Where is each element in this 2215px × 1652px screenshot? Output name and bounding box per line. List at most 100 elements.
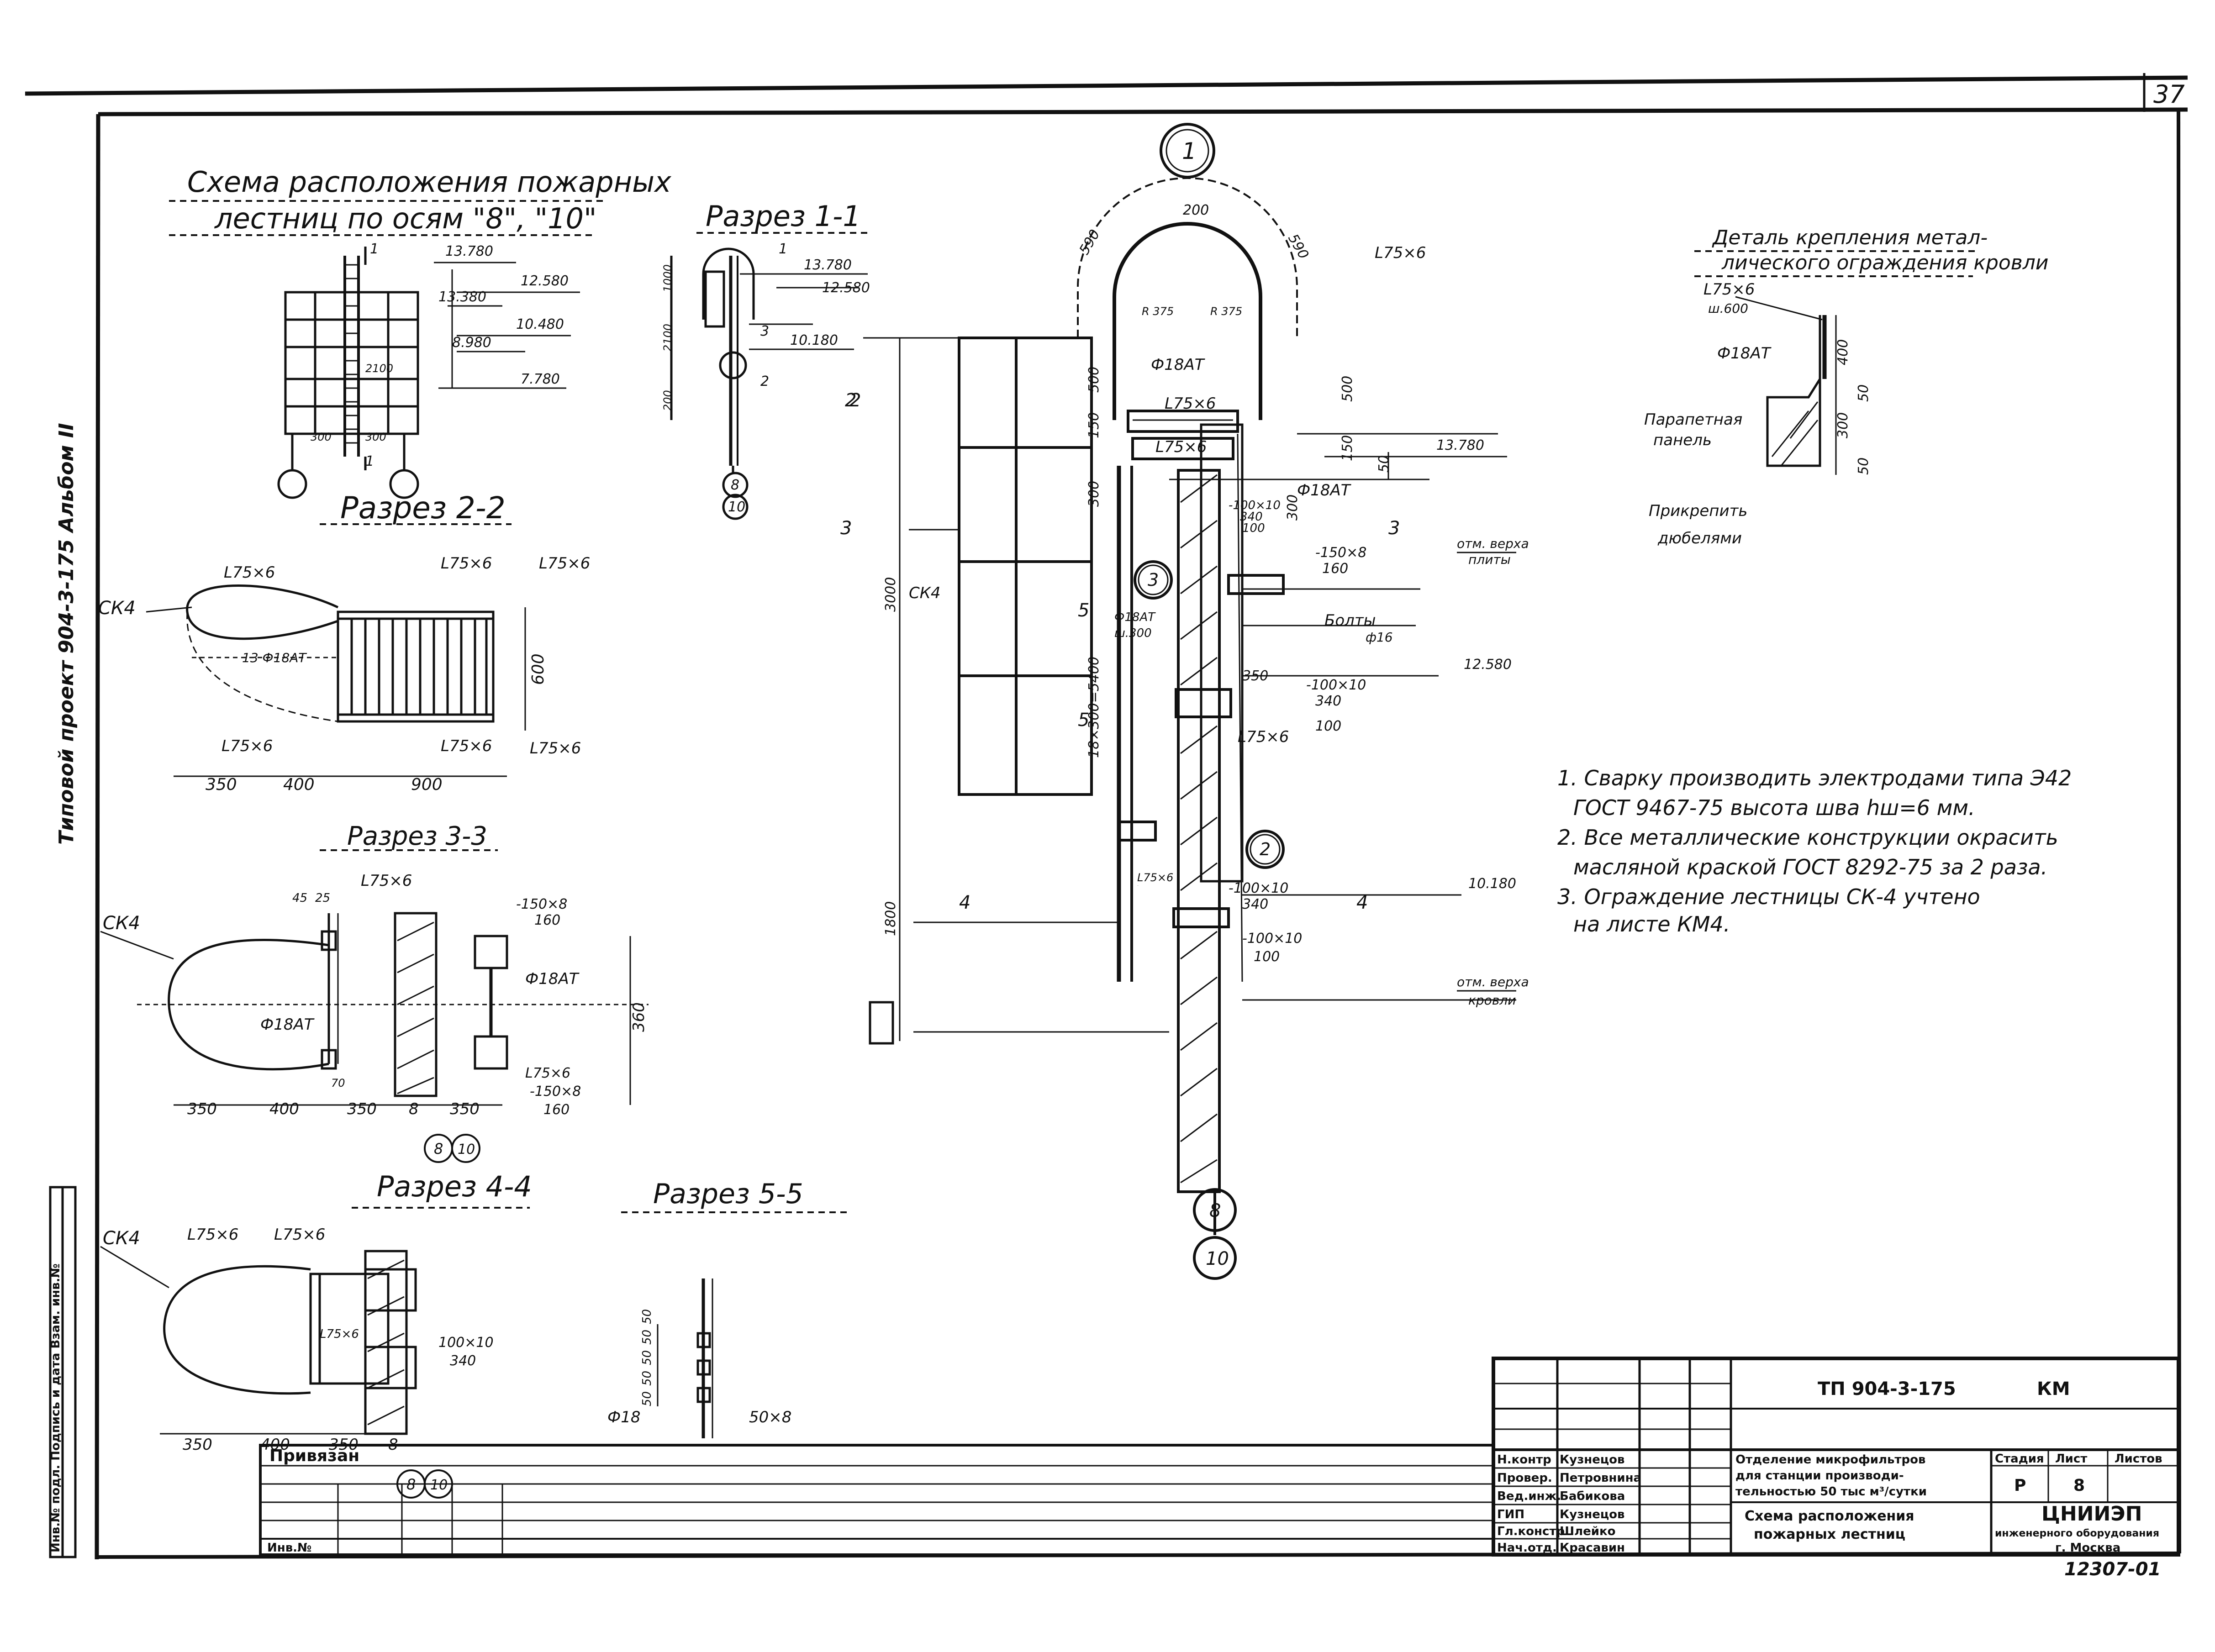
main-ck: СК4 [909, 584, 941, 602]
sec33-dim-25: 25 [315, 891, 330, 905]
tb-name-0: Кузнецов [1560, 1453, 1625, 1467]
sec44-label-1: L75×6 [274, 1226, 325, 1244]
detail-dim-3: 50 [1856, 458, 1872, 475]
scheme-dim-0: 2100 [365, 362, 393, 375]
main-dim-150b: 150 [1340, 435, 1355, 461]
main-rod-0: Ф18АТ [1151, 356, 1205, 374]
main-top-roof-1: отм. верха [1457, 974, 1529, 989]
main-rod-2: Ф18АТ [1114, 610, 1156, 624]
main-plate-9: 340 [1242, 896, 1268, 912]
main-dim-500a: 500 [1086, 367, 1102, 393]
main-plate-2: 100 [1242, 521, 1265, 535]
detail-dim-2: 300 [1835, 412, 1851, 438]
detail-fix-2: дюбелями [1657, 529, 1742, 547]
detail-dim-0: 400 [1835, 339, 1851, 365]
scheme-cut-bottom: 1 [365, 453, 374, 469]
sec33-label-2: 160 [534, 912, 560, 928]
detail-profile: L75×6 [1703, 280, 1755, 299]
main-plate-7: 100 [1315, 718, 1341, 734]
tb-name-1: Петровнина [1560, 1471, 1641, 1485]
tb-name-5: Красавин [1560, 1541, 1625, 1555]
sec33-dim-8: 8 [409, 1100, 419, 1118]
main-rod-pitch: ш.300 [1114, 626, 1152, 640]
sec44-label-4: 340 [450, 1353, 476, 1369]
detail-title-1: Деталь крепления метал- [1712, 226, 1988, 249]
tb-desc-1: Отделение микрофильтров [1735, 1453, 1925, 1467]
tb-role-4: Гл.констр [1497, 1525, 1565, 1538]
sec22-label-0: L75×6 [224, 563, 275, 582]
sec33-axis-10: 10 [458, 1142, 475, 1157]
tb-sheet-title-2: пожарных лестниц [1754, 1526, 1905, 1542]
main-profile-1: L75×6 [1165, 395, 1216, 413]
main-marker-3: 3 [1148, 570, 1159, 590]
main-profile-0: L75×6 [1375, 244, 1426, 262]
sec33-dim-350b: 350 [347, 1100, 377, 1118]
tb-drawing-no: 12307-01 [2064, 1559, 2161, 1580]
sec33-label-3: Ф18АТ [525, 970, 580, 988]
main-dim-300a: 300 [1086, 481, 1102, 507]
main-dim-r1: R 375 [1142, 305, 1174, 318]
main-bolts-2: ф16 [1366, 630, 1393, 645]
main-axis-top: 1 [1182, 138, 1197, 164]
title-block [259, 1357, 2180, 1557]
sec33-title: Разрез 3-3 [347, 821, 487, 851]
scheme-level-1: 13.380 [438, 289, 486, 305]
sec33-label-6: 160 [543, 1102, 570, 1118]
sec44-dim-0: 350 [183, 1436, 212, 1454]
main-plate-10: -100×10 [1242, 931, 1302, 947]
note-2a: 2. Все металлические конструкции окрасит… [1557, 825, 2058, 850]
scheme-title-2: лестниц по осям "8", "10" [214, 202, 597, 235]
sec55-dim-2: 50 [640, 1350, 654, 1365]
tb-role-5: Нач.отд. [1497, 1541, 1557, 1555]
section-2-2: Разрез 2-2 СК4 L75×6 L75×6 L75×6 L75×6 [98, 490, 590, 794]
sec44-label-0: L75×6 [187, 1226, 238, 1244]
general-notes: 1. Сварку производить электродами типа Э… [1557, 766, 2072, 936]
sec22-ck: СК4 [98, 598, 136, 619]
sec11-level-1: 12.580 [822, 280, 870, 296]
scheme-level-3: 10.480 [516, 316, 564, 332]
main-level-10180: 10.180 [1468, 876, 1516, 892]
sec33-dim-45: 45 [292, 891, 307, 905]
tb-role-1: Провер. [1497, 1471, 1552, 1485]
tb-project-code: ТП 904-3-175 [1818, 1378, 1956, 1399]
main-top-slab-2: плиты [1468, 552, 1511, 567]
tb-desc-2: для станции производи- [1735, 1469, 1904, 1483]
sec11-axis-8: 8 [731, 477, 739, 493]
tb-mark: КМ [2037, 1378, 2070, 1399]
scheme-level-2: 12.580 [521, 273, 569, 289]
sec22-rod: 13 Ф18АТ [242, 650, 307, 665]
main-plate-4: 160 [1322, 561, 1348, 577]
main-dim-r2: R 375 [1210, 305, 1242, 318]
tb-role-2: Вед.инж. [1497, 1489, 1561, 1503]
tb-stage: Р [2014, 1476, 2026, 1495]
section-3-3: Разрез 3-3 СК4 L75×6 -150×8 160 Ф18АТ L [100, 821, 649, 1163]
sec11-dim-1: 2100 [661, 324, 674, 352]
main-cut-5a: 5 [1078, 600, 1089, 621]
main-elevation: 1 3 2 8 10 L75×6 L75×6 L75×6 L75×6 L75×6… [840, 123, 1529, 1280]
scheme-dim-2: 300 [365, 431, 386, 443]
main-dim-500b: 500 [1340, 376, 1355, 402]
main-dim-300b: 300 [1285, 495, 1301, 521]
sec33-axis-8: 8 [434, 1140, 443, 1157]
sec33-label-0: L75×6 [361, 872, 412, 890]
main-dim-350: 350 [1242, 668, 1268, 684]
main-dim-150a: 150 [1086, 412, 1102, 438]
sec33-dim-360: 360 [630, 1002, 648, 1032]
main-cut-5b: 5 [1078, 710, 1089, 731]
main-bolts-1: Болты [1324, 611, 1376, 630]
sec44-label-2: L75×6 [320, 1327, 359, 1341]
detail-parapet-2: панель [1653, 431, 1712, 449]
tb-desc-3: тельностью 50 тыс м³/сутки [1735, 1485, 1927, 1499]
sec22-dim-3: 600 [529, 653, 548, 685]
main-plate-6: 340 [1315, 693, 1341, 709]
main-dim-1800: 1800 [883, 901, 899, 936]
sec22-label-5: L75×6 [530, 739, 581, 758]
sec33-ck: СК4 [103, 913, 140, 934]
main-cut-2: 2 [849, 390, 861, 411]
detail-fix-1: Прикрепить [1649, 502, 1747, 520]
scheme-level-0: 13.780 [445, 243, 493, 259]
main-level-12580: 12.580 [1464, 657, 1512, 673]
scheme-title-1: Схема расположения пожарных [187, 165, 672, 199]
sec22-title: Разрез 2-2 [340, 490, 506, 526]
